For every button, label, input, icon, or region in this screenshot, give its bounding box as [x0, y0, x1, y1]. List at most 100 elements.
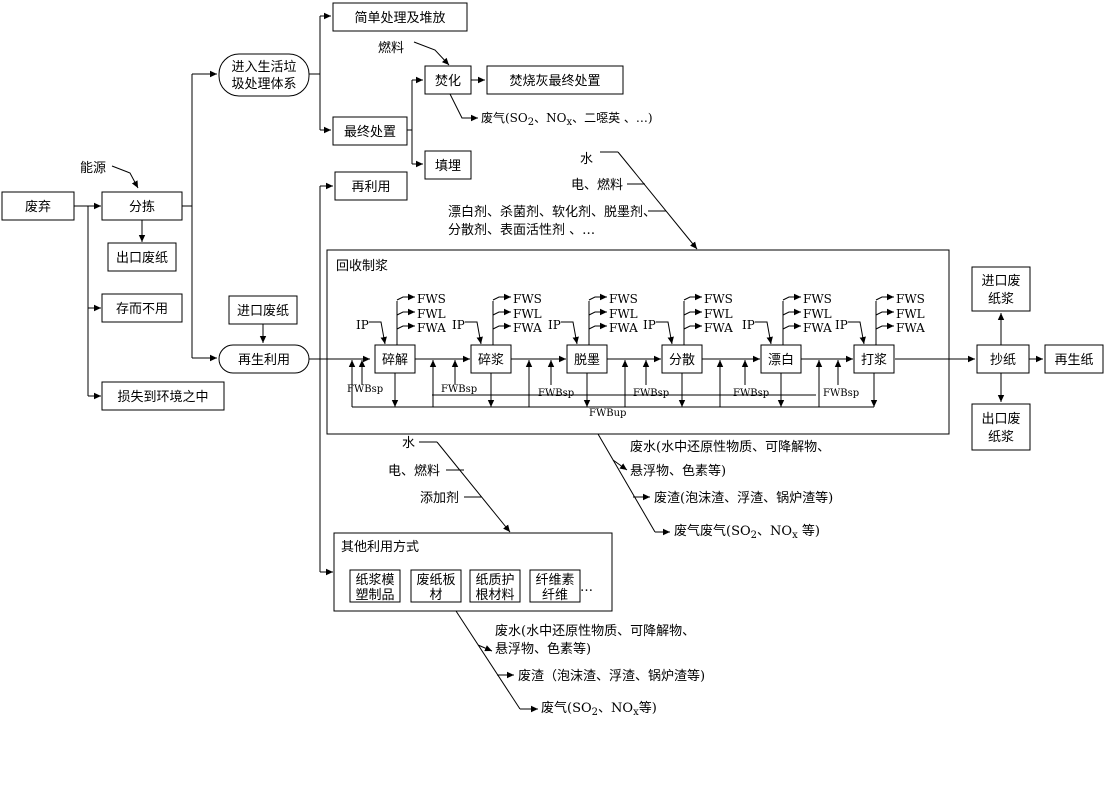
stage-out-label: FWS	[417, 292, 446, 306]
stage-out-arrow	[492, 322, 511, 330]
label-import-pulp-1: 进口废	[981, 273, 1020, 289]
stage-label: 打浆	[861, 353, 887, 368]
product-label-2: 塑制品	[355, 588, 394, 603]
line-pulping-outputs	[597, 433, 656, 533]
stage-out-arrow	[492, 308, 511, 316]
product-label-2: 纤维	[542, 588, 568, 603]
product-label-1: 纤维素	[535, 573, 574, 588]
fwbsp-label: FWBsp	[347, 384, 383, 395]
node-incineration	[424, 65, 472, 95]
stage-label: 分散	[669, 353, 695, 368]
node-stored	[101, 293, 183, 323]
branch-line-recycle	[309, 186, 321, 572]
stage-out-label: FWL	[896, 307, 925, 321]
label-pulping-water: 水	[580, 152, 593, 167]
stage-out-label: FWS	[896, 292, 925, 306]
label-pulping-title: 回收制浆	[336, 259, 388, 274]
node-recycled-paper	[1044, 344, 1104, 374]
label-stored: 存而不用	[116, 302, 168, 317]
pulping-frame	[326, 249, 950, 435]
label-discard: 废弃	[25, 199, 51, 215]
stage-out-label: FWA	[803, 321, 832, 335]
stage-out-arrow	[875, 322, 894, 330]
stage-ip-arrow	[369, 321, 387, 345]
stage-ip-arrow	[848, 321, 866, 345]
stage-out-arrow	[875, 293, 894, 301]
stage-out-arrow	[396, 322, 415, 330]
node-lost	[101, 381, 225, 411]
label-other-title: 其他利用方式	[341, 539, 419, 555]
label-import-pulp-2: 纸浆	[988, 292, 1014, 307]
stage-out-label: FWA	[513, 321, 542, 335]
stage-out-label: FWL	[803, 307, 832, 321]
node-ash	[486, 65, 624, 95]
stage-ip-label: IP	[452, 318, 465, 332]
label-final: 最终处置	[344, 124, 396, 140]
stage-label: 碎解	[382, 353, 408, 368]
stage-out-arrow	[683, 308, 702, 316]
fwbup-label: FWBup	[589, 408, 626, 419]
label-simple: 简单处理及堆放	[354, 10, 445, 26]
stage-out-label: FWL	[417, 307, 446, 321]
stage-out-arrow	[588, 293, 607, 301]
stage-ip-arrow	[465, 321, 483, 345]
stage-out-arrow	[588, 322, 607, 330]
branch-line-msw	[309, 16, 321, 130]
stage-out-arrow	[782, 308, 801, 316]
label-msw-2: 圾处理体系	[231, 77, 296, 92]
stage-out-arrow	[492, 293, 511, 301]
stage-out-arrow	[875, 308, 894, 316]
stage-out-arrow	[396, 308, 415, 316]
stage-out-label: FWA	[896, 321, 925, 335]
label-other-additive: 添加剂	[420, 491, 459, 506]
label-pulping-ww-2: 悬浮物、色素等)	[630, 463, 726, 479]
product-label-1: 纸质护	[475, 573, 514, 588]
node-reuse	[334, 171, 408, 201]
fwbsp-label: FWBsp	[441, 384, 477, 395]
node-msw	[218, 53, 310, 97]
stage-out-label: FWL	[704, 307, 733, 321]
stage-label: 脱墨	[574, 353, 600, 368]
label-other-power: 电、燃料	[388, 463, 440, 479]
stage-out-label: FWS	[803, 292, 832, 306]
arrow-other-ww	[477, 644, 493, 652]
label-sorting: 分拣	[129, 200, 155, 215]
label-ash: 焚烧灰最终处置	[509, 73, 600, 89]
node-final	[332, 116, 408, 146]
label-lost: 损失到环境之中	[117, 390, 208, 405]
label-papermaking: 抄纸	[990, 353, 1016, 368]
product-box	[529, 569, 581, 603]
label-energy: 能源	[80, 161, 106, 176]
label-reuse: 再利用	[351, 180, 390, 195]
product-box	[410, 569, 462, 603]
fwbsp-label: FWBsp	[823, 388, 859, 399]
stage-out-arrow	[588, 308, 607, 316]
arrow-fuel	[413, 41, 450, 66]
product-box	[349, 569, 401, 603]
label-export-paper: 出口废纸	[116, 250, 168, 266]
label-incineration-gas: 废气(SO2、NOx、二噁英 、…)	[481, 110, 653, 128]
stage-label: 漂白	[768, 352, 794, 368]
branch-line-final	[407, 80, 413, 164]
label-pulping-gas: 废气废气(SO2、NOx 等)	[674, 523, 820, 541]
label-other-ellipsis: …	[580, 580, 593, 595]
stage-out-label: FWL	[513, 307, 542, 321]
stage-out-label: FWA	[417, 321, 446, 335]
product-label-2: 根材料	[475, 588, 514, 603]
node-simple	[332, 2, 468, 32]
label-pulping-residue: 废渣(泡沫渣、浮渣、锅炉渣等)	[654, 490, 833, 506]
stage-ip-label: IP	[643, 318, 656, 332]
stage-out-label: FWA	[609, 321, 638, 335]
pulping-stages: 碎解IPFWSFWLFWA碎浆IPFWSFWLFWA脱墨IPFWSFWLFWA分…	[347, 292, 925, 419]
node-export-paper	[107, 242, 177, 272]
label-other-gas: 废气(SO2、NOx等)	[541, 700, 657, 718]
stage-out-arrow	[683, 322, 702, 330]
stage-label: 碎浆	[478, 353, 504, 368]
stage-out-arrow	[782, 322, 801, 330]
stage-out-label: FWS	[513, 292, 542, 306]
label-import-paper: 进口废纸	[237, 303, 289, 319]
label-other-ww-2: 悬浮物、色素等)	[495, 641, 591, 657]
label-fuel: 燃料	[378, 40, 404, 56]
node-import-pulp	[971, 266, 1031, 312]
